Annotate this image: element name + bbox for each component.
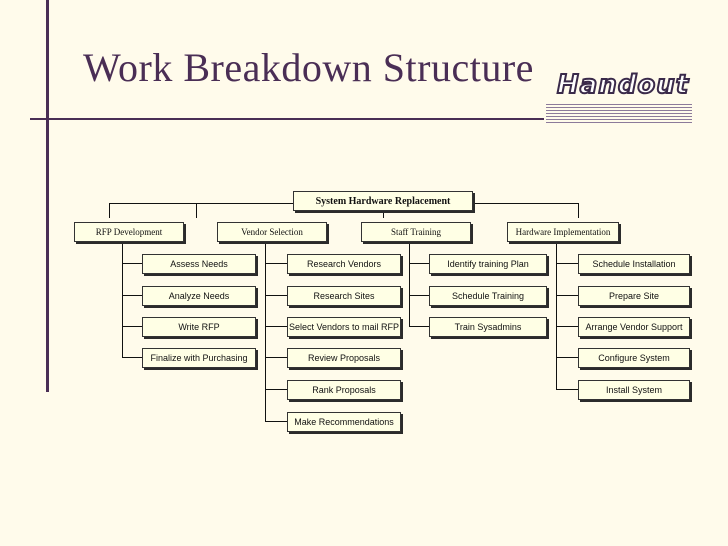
task-spine <box>556 241 557 389</box>
wbs-branch-staff-training: Staff Training <box>361 222 471 242</box>
wbs-task: Schedule Installation <box>578 254 690 274</box>
task-tick <box>556 326 578 327</box>
task-spine <box>122 241 123 357</box>
wbs-branch-rfp-development: RFP Development <box>74 222 184 242</box>
task-tick <box>265 295 287 296</box>
task-spine <box>265 241 266 422</box>
task-tick <box>265 357 287 358</box>
task-tick <box>265 326 287 327</box>
task-tick <box>409 263 429 264</box>
wbs-branch-vendor-selection: Vendor Selection <box>217 222 327 242</box>
handout-stamp: Handout <box>556 69 690 101</box>
wbs-task: Research Vendors <box>287 254 401 274</box>
wbs-task: Install System <box>578 380 690 400</box>
wbs-task: Configure System <box>578 348 690 368</box>
branch-connector <box>109 203 110 218</box>
task-tick <box>265 263 287 264</box>
wbs-task: Arrange Vendor Support <box>578 317 690 337</box>
wbs-branch-hardware-implementation: Hardware Implementation <box>507 222 619 242</box>
title-stripes <box>546 104 692 126</box>
wbs-task: Prepare Site <box>578 286 690 306</box>
wbs-task: Identify training Plan <box>429 254 547 274</box>
wbs-task: Write RFP <box>142 317 256 337</box>
wbs-root: System Hardware Replacement <box>293 191 473 211</box>
task-tick <box>122 357 142 358</box>
slide-title: Work Breakdown Structure <box>83 45 534 90</box>
wbs-task: Research Sites <box>287 286 401 306</box>
task-tick <box>122 263 142 264</box>
task-tick <box>265 421 287 422</box>
wbs-task: Schedule Training <box>429 286 547 306</box>
task-tick <box>556 263 578 264</box>
task-tick <box>409 295 429 296</box>
task-tick <box>556 295 578 296</box>
wbs-task: Train Sysadmins <box>429 317 547 337</box>
task-tick <box>265 389 287 390</box>
task-spine <box>409 241 410 326</box>
task-tick <box>122 295 142 296</box>
task-tick <box>556 357 578 358</box>
wbs-task: Make Recommendations <box>287 412 401 432</box>
wbs-task: Assess Needs <box>142 254 256 274</box>
wbs-task: Select Vendors to mail RFP <box>287 317 401 337</box>
task-tick <box>122 326 142 327</box>
wbs-task: Review Proposals <box>287 348 401 368</box>
task-tick <box>409 326 429 327</box>
task-tick <box>556 389 578 390</box>
left-accent-bar <box>46 0 49 392</box>
left-margin <box>0 0 49 392</box>
wbs-task: Finalize with Purchasing <box>142 348 256 368</box>
wbs-task: Rank Proposals <box>287 380 401 400</box>
wbs-task: Analyze Needs <box>142 286 256 306</box>
branch-connector <box>196 203 197 218</box>
branch-connector <box>578 203 579 218</box>
title-rule <box>30 118 544 120</box>
